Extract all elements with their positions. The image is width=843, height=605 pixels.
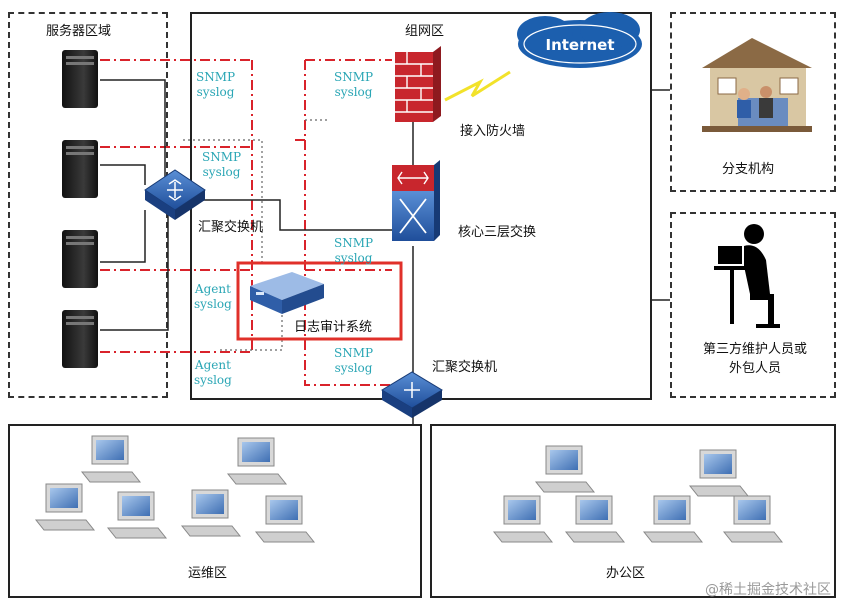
- pc-icon: [34, 483, 96, 531]
- firewall-icon: [395, 46, 441, 122]
- ops-zone: [8, 424, 422, 598]
- protocol-name: SNMP: [334, 346, 374, 360]
- log-links: [100, 59, 392, 386]
- protocol-name: syslog: [334, 85, 373, 99]
- third-party-zone: [670, 212, 836, 398]
- server-icon: [62, 310, 98, 368]
- protocol-label: SNMP syslog: [334, 70, 373, 100]
- aggregation-switch-bottom-label: 汇聚交换机: [432, 360, 498, 375]
- wan-link: [444, 70, 511, 102]
- pc-icon: [534, 445, 596, 493]
- ops-pc-group: [34, 435, 316, 543]
- protocol-name: Agent: [194, 282, 231, 296]
- third-party-person-icon: [714, 224, 780, 328]
- pc-icon: [642, 495, 704, 543]
- pc-icon: [80, 435, 142, 483]
- log-audit-label: 日志审计系统: [294, 320, 373, 335]
- aggregation-switch-left-label: 汇聚交换机: [198, 220, 264, 235]
- third-party-zone-label: 第三方维护人员或外包人员: [702, 342, 807, 376]
- branch-zone: [670, 12, 836, 192]
- pc-icon: [106, 491, 168, 539]
- protocol-label: SNMP syslog: [196, 70, 235, 100]
- pc-icon: [564, 495, 626, 543]
- firewall-label: 接入防火墙: [460, 124, 526, 139]
- protocol-label: Agent syslog: [194, 358, 232, 388]
- protocol-label: Agent syslog: [194, 282, 232, 312]
- protocol-label: SNMP syslog: [202, 150, 241, 180]
- pc-icon: [688, 449, 750, 497]
- protocol-name: syslog: [194, 297, 232, 311]
- watermark: @稀土掘金技术社区: [705, 582, 831, 598]
- topology-links: [100, 79, 670, 424]
- aggregation-switch-bottom-icon: [381, 371, 443, 418]
- protocol-name: syslog: [194, 373, 232, 387]
- protocol-name: syslog: [334, 361, 373, 375]
- protocol-name: SNMP: [196, 70, 236, 84]
- pc-icon: [180, 489, 242, 537]
- office-pc-group: [492, 445, 784, 543]
- server-rack-group: [62, 50, 98, 368]
- log-audit-appliance-icon: [250, 272, 324, 314]
- internet-label: Internet: [545, 36, 614, 54]
- protocol-name: SNMP: [202, 150, 242, 164]
- branch-office-icon: [702, 38, 812, 132]
- server-icon: [62, 140, 98, 198]
- core-switch-icon: [392, 160, 440, 241]
- log-audit-highlight: [236, 261, 403, 341]
- branch-zone-label: 分支机构: [722, 162, 775, 177]
- office-zone-label: 办公区: [606, 566, 646, 581]
- server-icon: [62, 230, 98, 288]
- server-zone-label: 服务器区域: [46, 24, 112, 39]
- protocol-name: syslog: [196, 85, 235, 99]
- protocol-name: syslog: [334, 251, 373, 265]
- network-zone-label: 组网区: [405, 24, 445, 39]
- pc-icon: [254, 495, 316, 543]
- pc-icon: [226, 437, 288, 485]
- core-switch-label: 核心三层交换: [458, 225, 537, 240]
- pc-icon: [722, 495, 784, 543]
- protocol-name: syslog: [202, 165, 241, 179]
- internet-cloud-icon: [517, 12, 642, 68]
- aggregation-switch-left-icon: [144, 169, 206, 220]
- protocol-label: SNMP syslog: [334, 346, 373, 376]
- protocol-label: SNMP syslog: [334, 236, 373, 266]
- protocol-name: SNMP: [334, 70, 374, 84]
- protocol-name: SNMP: [334, 236, 374, 250]
- pc-icon: [492, 495, 554, 543]
- protocol-name: Agent: [194, 358, 231, 372]
- office-zone: [430, 424, 836, 598]
- ops-zone-label: 运维区: [188, 566, 228, 581]
- server-icon: [62, 50, 98, 108]
